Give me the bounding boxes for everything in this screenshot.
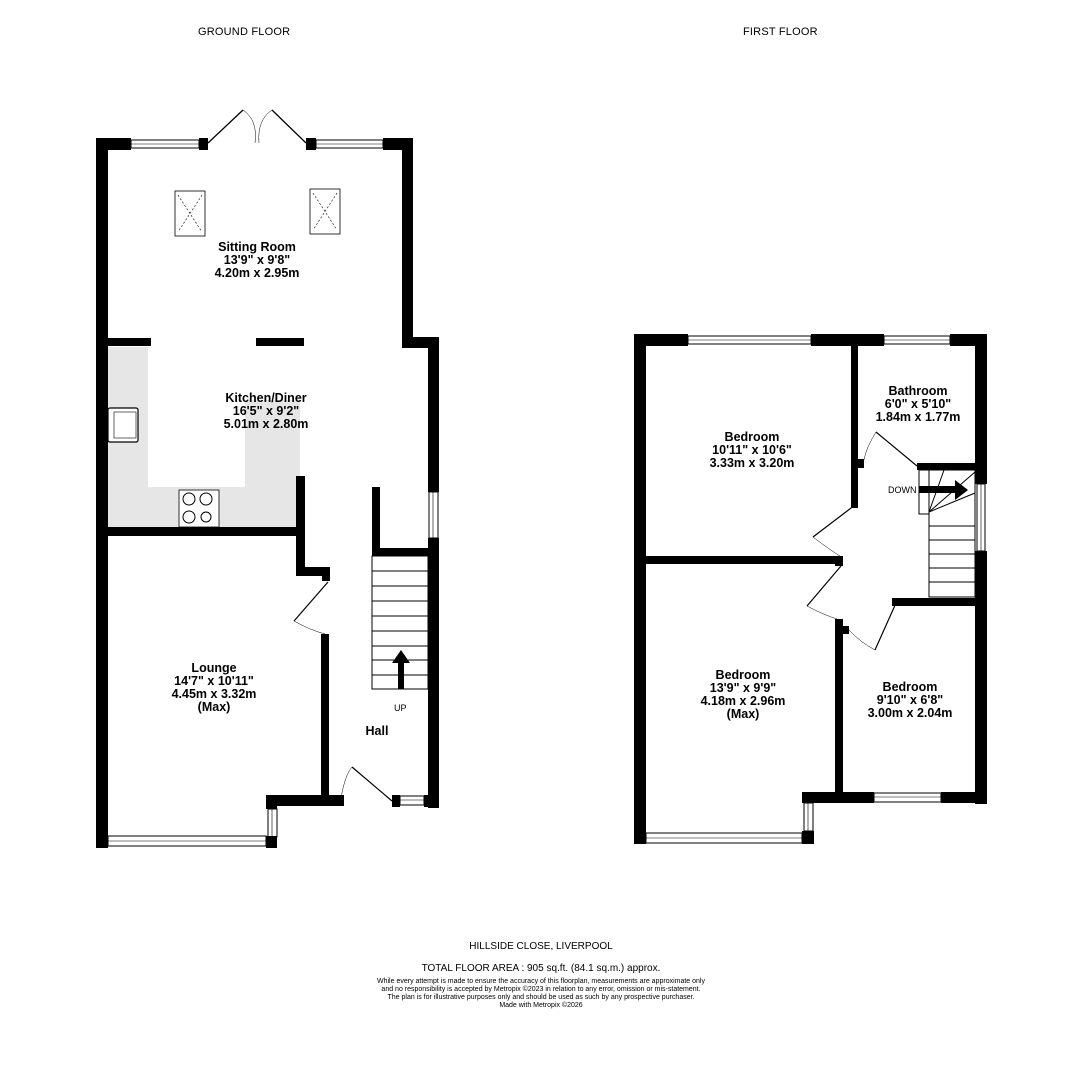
stairs-up-label: UP (394, 703, 407, 713)
room-label-kitchen-diner: Kitchen/Diner 16'5" x 9'2" 5.01m x 2.80m (224, 392, 309, 431)
room-label-bedroom-3: Bedroom 9'10" x 6'8" 3.00m x 2.04m (868, 681, 953, 720)
room-note: (Max) (197, 700, 231, 714)
ground-floor-title: GROUND FLOOR (198, 26, 291, 38)
first-floor-title: FIRST FLOOR (743, 26, 818, 38)
room-dimensions-imperial: 9'10" x 6'8" (876, 693, 944, 707)
property-address: HILLSIDE CLOSE, LIVERPOOL (469, 941, 613, 952)
disclaimer-line: The plan is for illustrative purposes on… (387, 994, 695, 1001)
room-label-sitting-room: Sitting Room 13'9" x 9'8" 4.20m x 2.95m (215, 241, 300, 280)
room-note: (Max) (726, 707, 760, 721)
stairs-down-label: DOWN (888, 485, 917, 495)
room-label-hall: Hall (365, 724, 389, 738)
room-dimensions-metric: 3.00m x 2.04m (867, 706, 953, 720)
room-name: Lounge (191, 661, 237, 675)
disclaimer: While every attempt is made to ensure th… (0, 978, 1082, 1010)
room-dimensions-metric: 4.45m x 3.32m (171, 687, 257, 701)
room-dimensions-metric: 4.18m x 2.96m (700, 694, 786, 708)
room-name: Bedroom (724, 430, 780, 444)
room-dimensions-imperial: 16'5" x 9'2" (232, 404, 300, 418)
disclaimer-line: Made with Metropix ©2026 (499, 1002, 583, 1009)
room-name: Bathroom (888, 384, 948, 398)
disclaimer-line: and no responsibility is accepted by Met… (381, 986, 701, 993)
room-dimensions-imperial: 10'11" x 10'6" (712, 443, 792, 457)
room-dimensions-imperial: 6'0" x 5'10" (884, 397, 952, 411)
room-dimensions-metric: 3.33m x 3.20m (709, 456, 795, 470)
room-name: Sitting Room (218, 240, 296, 254)
room-dimensions-imperial: 13'9" x 9'8" (223, 253, 291, 267)
room-dimensions-metric: 5.01m x 2.80m (223, 417, 309, 431)
room-label-bedroom-1: Bedroom 10'11" x 10'6" 3.33m x 3.20m (710, 431, 795, 470)
ground-floor-plan (96, 109, 439, 848)
room-label-bathroom: Bathroom 6'0" x 5'10" 1.84m x 1.77m (876, 385, 961, 424)
room-label-lounge: Lounge 14'7" x 10'11" 4.45m x 3.32m (Max… (172, 662, 257, 714)
room-label-bedroom-2: Bedroom 13'9" x 9'9" 4.18m x 2.96m (Max) (701, 669, 786, 721)
first-floor-plan (634, 334, 987, 844)
room-name: Bedroom (882, 680, 938, 694)
room-dimensions-imperial: 13'9" x 9'9" (709, 681, 777, 695)
room-dimensions-imperial: 14'7" x 10'11" (174, 674, 254, 688)
total-floor-area: TOTAL FLOOR AREA : 905 sq.ft. (84.1 sq.m… (421, 963, 661, 974)
room-name: Bedroom (715, 668, 771, 682)
room-dimensions-metric: 1.84m x 1.77m (875, 410, 961, 424)
disclaimer-line: While every attempt is made to ensure th… (377, 978, 705, 985)
room-name: Kitchen/Diner (225, 391, 307, 405)
room-dimensions-metric: 4.20m x 2.95m (214, 266, 300, 280)
